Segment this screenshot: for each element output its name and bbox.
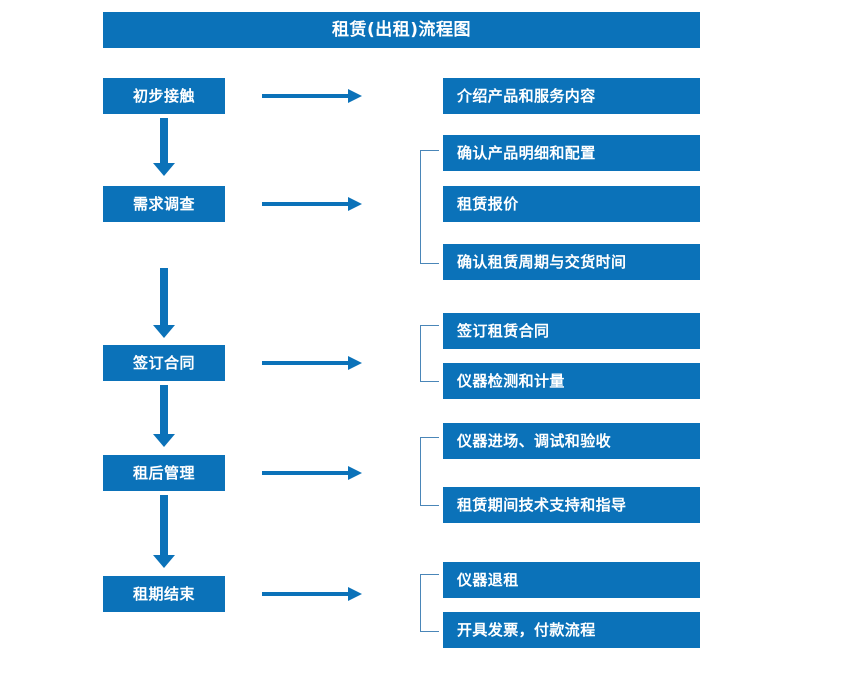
stage-box-2[interactable]: 需求调查 xyxy=(103,186,225,222)
down-arrow-icon-4 xyxy=(153,495,175,568)
stage-box-5[interactable]: 租期结束 xyxy=(103,576,225,612)
detail-box-2-1[interactable]: 确认产品明细和配置 xyxy=(443,135,700,171)
stage-box-4[interactable]: 租后管理 xyxy=(103,455,225,491)
arrow-head xyxy=(153,434,175,447)
detail-box-2-3[interactable]: 确认租赁周期与交货时间 xyxy=(443,244,700,280)
arrow-head xyxy=(348,356,362,370)
down-arrow-icon-3 xyxy=(153,385,175,447)
page-title: 租赁(出租)流程图 xyxy=(331,19,472,40)
down-arrow-icon-2 xyxy=(153,268,175,338)
stage-label-4: 租后管理 xyxy=(132,463,195,482)
right-arrow-icon-4 xyxy=(262,466,362,480)
stage-box-1[interactable]: 初步接触 xyxy=(103,78,225,114)
arrow-shaft xyxy=(262,592,350,596)
detail-label-2-1: 确认产品明细和配置 xyxy=(457,143,596,162)
arrow-shaft xyxy=(262,94,350,98)
detail-box-3-2[interactable]: 仪器检测和计量 xyxy=(443,363,700,399)
detail-label-3-2: 仪器检测和计量 xyxy=(457,371,565,390)
arrow-head xyxy=(153,325,175,338)
detail-label-5-2: 开具发票，付款流程 xyxy=(457,620,596,639)
detail-box-4-2[interactable]: 租赁期间技术支持和指导 xyxy=(443,487,700,523)
arrow-shaft xyxy=(262,471,350,475)
right-arrow-icon-3 xyxy=(262,356,362,370)
stage-label-2: 需求调查 xyxy=(132,194,195,213)
detail-label-4-1: 仪器进场、调试和验收 xyxy=(457,431,612,450)
detail-label-4-2: 租赁期间技术支持和指导 xyxy=(457,495,627,514)
detail-label-1-1: 介绍产品和服务内容 xyxy=(457,86,596,105)
stage-label-1: 初步接触 xyxy=(132,86,195,105)
arrow-shaft xyxy=(262,202,350,206)
group-bracket-icon-5 xyxy=(420,574,439,632)
arrow-head xyxy=(153,555,175,568)
detail-label-2-2: 租赁报价 xyxy=(457,194,519,213)
detail-label-2-3: 确认租赁周期与交货时间 xyxy=(457,252,627,271)
detail-box-1-1[interactable]: 介绍产品和服务内容 xyxy=(443,78,700,114)
detail-box-4-1[interactable]: 仪器进场、调试和验收 xyxy=(443,423,700,459)
arrow-head xyxy=(153,163,175,176)
chart-title-bar: 租赁(出租)流程图 xyxy=(103,12,700,48)
detail-label-3-1: 签订租赁合同 xyxy=(457,321,550,340)
right-arrow-icon-1 xyxy=(262,89,362,103)
right-arrow-icon-2 xyxy=(262,197,362,211)
group-bracket-icon-3 xyxy=(420,325,439,382)
arrow-head xyxy=(348,89,362,103)
stage-label-5: 租期结束 xyxy=(132,584,195,603)
group-bracket-icon-2 xyxy=(420,150,439,264)
arrow-shaft xyxy=(160,268,168,325)
group-bracket-icon-4 xyxy=(420,437,439,506)
arrow-head xyxy=(348,587,362,601)
arrow-shaft xyxy=(160,118,168,163)
arrow-shaft xyxy=(160,495,168,555)
arrow-shaft xyxy=(262,361,350,365)
right-arrow-icon-5 xyxy=(262,587,362,601)
arrow-head xyxy=(348,466,362,480)
down-arrow-icon-1 xyxy=(153,118,175,176)
detail-box-3-1[interactable]: 签订租赁合同 xyxy=(443,313,700,349)
arrow-shaft xyxy=(160,385,168,434)
detail-box-5-1[interactable]: 仪器退租 xyxy=(443,562,700,598)
detail-label-5-1: 仪器退租 xyxy=(457,570,519,589)
detail-box-2-2[interactable]: 租赁报价 xyxy=(443,186,700,222)
detail-box-5-2[interactable]: 开具发票，付款流程 xyxy=(443,612,700,648)
stage-label-3: 签订合同 xyxy=(132,353,195,372)
arrow-head xyxy=(348,197,362,211)
stage-box-3[interactable]: 签订合同 xyxy=(103,345,225,381)
